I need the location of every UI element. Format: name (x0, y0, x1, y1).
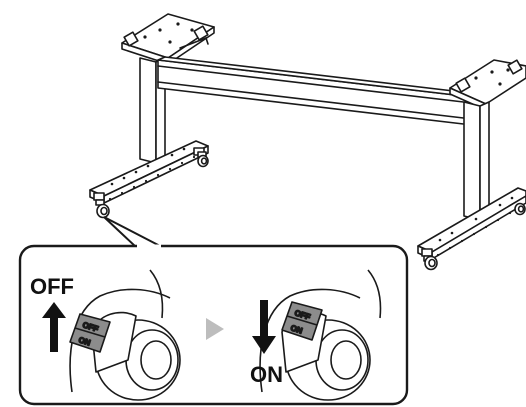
caster-right-front (423, 255, 438, 271)
caster-closeup-on: OFF ON (259, 269, 382, 401)
on-label: ON (250, 362, 283, 387)
printer-stand (89, 13, 526, 271)
caster-right-rear (514, 202, 526, 216)
play-arrow-icon (206, 318, 224, 340)
caster-left-front (95, 199, 110, 219)
arrow-up-icon (42, 302, 66, 352)
left-top-plate (121, 13, 215, 65)
right-upright (463, 101, 490, 221)
callout-pointer (103, 216, 163, 248)
arrow-down-icon (252, 300, 276, 354)
off-label: OFF (30, 274, 74, 299)
detail-callout: OFF ON OFF OFF ON (18, 216, 409, 406)
cross-beam (157, 56, 480, 126)
lock-switch-off: OFF ON (69, 313, 111, 353)
caster-left-rear (197, 151, 209, 168)
caster-closeup-off: OFF ON (69, 269, 181, 401)
lock-switch-on: OFF ON (281, 301, 323, 341)
